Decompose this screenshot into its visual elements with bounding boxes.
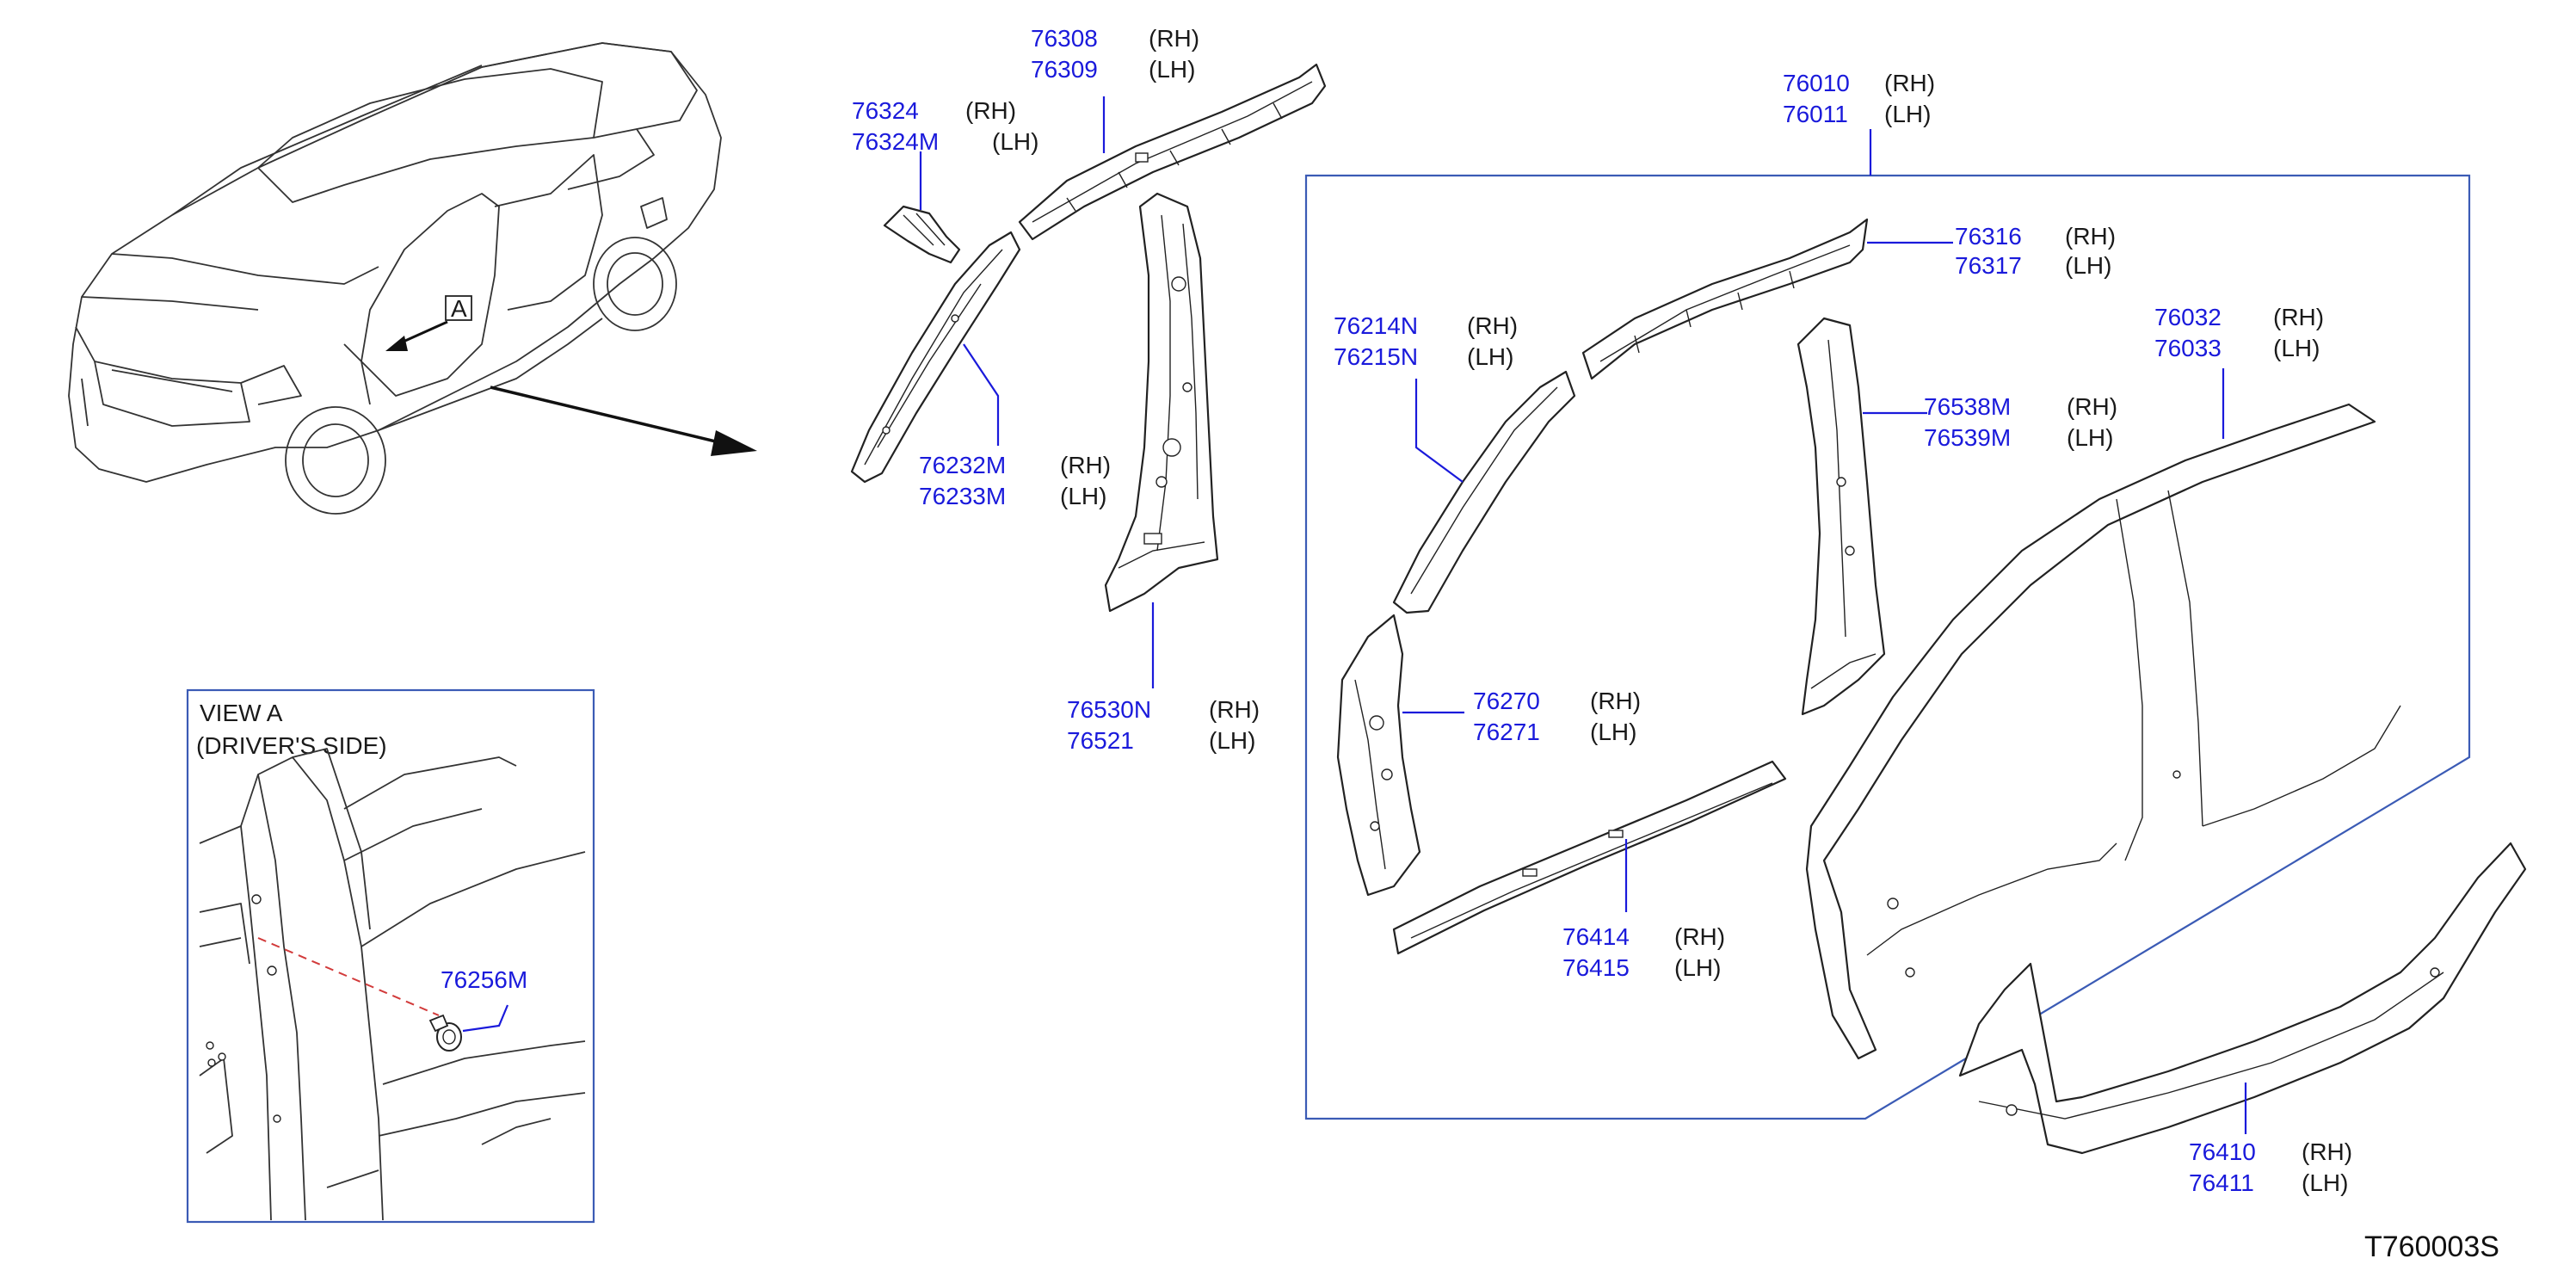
leader-76214n <box>1414 379 1464 483</box>
part-roof-rail-76316 <box>1581 218 1869 380</box>
part-number-76032: 76032 <box>2154 304 2222 330</box>
part-number-76415: 76415 <box>1562 954 1630 981</box>
part-number-76214n: 76214N <box>1334 312 1418 339</box>
view-a-title: VIEW A <box>200 700 283 726</box>
view-a-marker-letter: A <box>451 295 467 322</box>
part-side-outer-76032 <box>1805 403 2401 1060</box>
part-a-pillar-76214n <box>1392 370 1576 614</box>
part-roof-rail-inner-76308 <box>1018 63 1327 241</box>
part-number-76414: 76414 <box>1562 923 1630 950</box>
part-number-76317: 76317 <box>1955 252 2022 279</box>
side-76414: (RH) <box>1674 923 1725 950</box>
side-76317: (LH) <box>2065 252 2111 279</box>
part-b-pillar-76538m <box>1796 317 1886 716</box>
part-number-76270: 76270 <box>1473 688 1540 714</box>
side-76411: (LH) <box>2302 1169 2348 1196</box>
part-sill-inner-76414 <box>1392 760 1787 955</box>
part-number-76324m: 76324M <box>852 128 939 155</box>
side-76324m: (LH) <box>992 128 1038 155</box>
side-76232m: (RH) <box>1060 452 1111 478</box>
view-a-marker-box <box>445 295 472 321</box>
side-76539m: (LH) <box>2067 424 2113 451</box>
part-number-76271: 76271 <box>1473 719 1540 745</box>
part-number-76411: 76411 <box>2189 1169 2254 1196</box>
part-number-76010: 76010 <box>1783 70 1850 96</box>
side-76010: (RH) <box>1884 70 1935 96</box>
part-number-76521: 76521 <box>1067 727 1134 754</box>
clip-dashed-leader <box>257 937 440 1016</box>
part-hinge-pillar-76270 <box>1336 614 1421 897</box>
leader-76256m <box>462 1004 509 1033</box>
side-76521: (LH) <box>1209 727 1255 754</box>
part-bracket-76324 <box>883 205 961 264</box>
view-a-subtitle: (DRIVER'S SIDE) <box>196 732 387 759</box>
side-76538m: (RH) <box>2067 393 2117 420</box>
part-a-pillar-76232m <box>850 231 1021 484</box>
part-number-76215n: 76215N <box>1334 343 1418 370</box>
part-number-76256m: 76256M <box>441 966 527 993</box>
car-overview: A <box>68 42 722 515</box>
side-76415: (LH) <box>1674 954 1721 981</box>
part-number-76530n: 76530N <box>1067 696 1151 723</box>
view-a-inset: VIEW A (DRIVER'S SIDE) 76256M <box>186 688 595 1224</box>
side-76324: (RH) <box>965 97 1016 124</box>
side-76530n: (RH) <box>1209 696 1260 723</box>
side-76011: (LH) <box>1884 101 1931 127</box>
side-76316: (RH) <box>2065 223 2116 250</box>
part-number-76309: 76309 <box>1031 56 1098 83</box>
part-number-76011: 76011 <box>1783 101 1848 127</box>
part-number-76539m: 76539M <box>1924 424 2011 451</box>
side-76033: (LH) <box>2273 335 2320 361</box>
part-b-pillar-inner-76530n <box>1104 192 1219 613</box>
diagram-code: T760003S <box>2364 1231 2499 1263</box>
side-76270: (RH) <box>1590 688 1641 714</box>
part-number-76324: 76324 <box>852 97 919 124</box>
part-sill-outer-76410 <box>1958 842 2527 1155</box>
side-76271: (LH) <box>1590 719 1636 745</box>
side-76032: (RH) <box>2273 304 2324 330</box>
assembly-frame-76010 <box>1304 129 2471 1120</box>
side-76233m: (LH) <box>1060 483 1106 509</box>
part-number-76410: 76410 <box>2189 1138 2256 1165</box>
part-number-76033: 76033 <box>2154 335 2222 361</box>
clip-76256m <box>428 1014 462 1052</box>
view-a-arrow-head <box>385 336 408 351</box>
side-76214n: (RH) <box>1467 312 1518 339</box>
part-number-76538m: 76538M <box>1924 393 2011 420</box>
side-76309: (LH) <box>1149 56 1195 83</box>
part-number-76232m: 76232M <box>919 452 1006 478</box>
side-76215n: (LH) <box>1467 343 1513 370</box>
part-number-76308: 76308 <box>1031 25 1098 52</box>
overview-arrow <box>490 386 757 456</box>
side-76308: (RH) <box>1149 25 1199 52</box>
leader-76232m <box>963 343 1000 446</box>
view-a-arrow <box>397 320 448 346</box>
part-number-76316: 76316 <box>1955 223 2022 250</box>
side-76410: (RH) <box>2302 1138 2352 1165</box>
part-number-76233m: 76233M <box>919 483 1006 509</box>
